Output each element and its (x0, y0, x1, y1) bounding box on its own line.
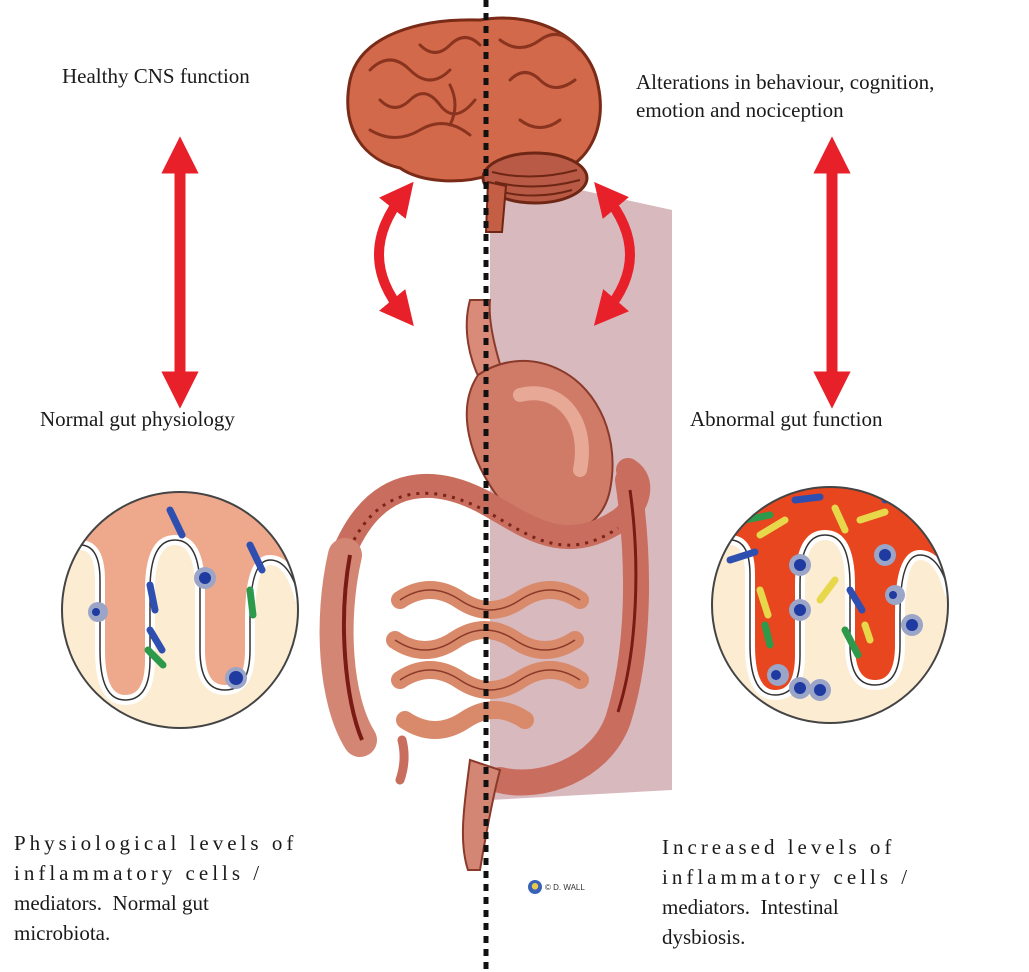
caption-left-line2: inflammatory cells / (14, 858, 354, 888)
caption-right-line4: dysbiosis. (662, 922, 1002, 952)
label-alterations-line2: emotion and nociception (636, 96, 1025, 124)
label-normal-gut: Normal gut physiology (40, 405, 235, 433)
crest-icon (528, 880, 542, 894)
villus-inset-icon (60, 490, 300, 730)
caption-right-line2: inflammatory cells / (662, 862, 1002, 892)
caption-left-line1: Physiological levels of (14, 828, 354, 858)
label-abnormal-gut: Abnormal gut function (690, 405, 882, 433)
caption-left: Physiological levels of inflammatory cel… (14, 828, 354, 948)
caption-right-line3: mediators. Intestinal (662, 892, 1002, 922)
caption-right-line1: Increased levels of (662, 832, 1002, 862)
curved-double-arrow-icon (379, 195, 403, 313)
brain-icon (348, 18, 601, 232)
label-alterations-line1: Alterations in behaviour, cognition, (636, 68, 1025, 96)
label-healthy-cns: Healthy CNS function (62, 62, 250, 90)
credit: © D. WALL (528, 880, 585, 894)
caption-left-line3: mediators. Normal gut (14, 888, 354, 918)
caption-right: Increased levels of inflammatory cells /… (662, 832, 1002, 952)
credit-text: © D. WALL (545, 883, 585, 892)
label-alterations: Alterations in behaviour, cognition, emo… (636, 68, 1025, 124)
caption-left-line4: microbiota. (14, 918, 354, 948)
villus-inset-icon (710, 485, 950, 725)
